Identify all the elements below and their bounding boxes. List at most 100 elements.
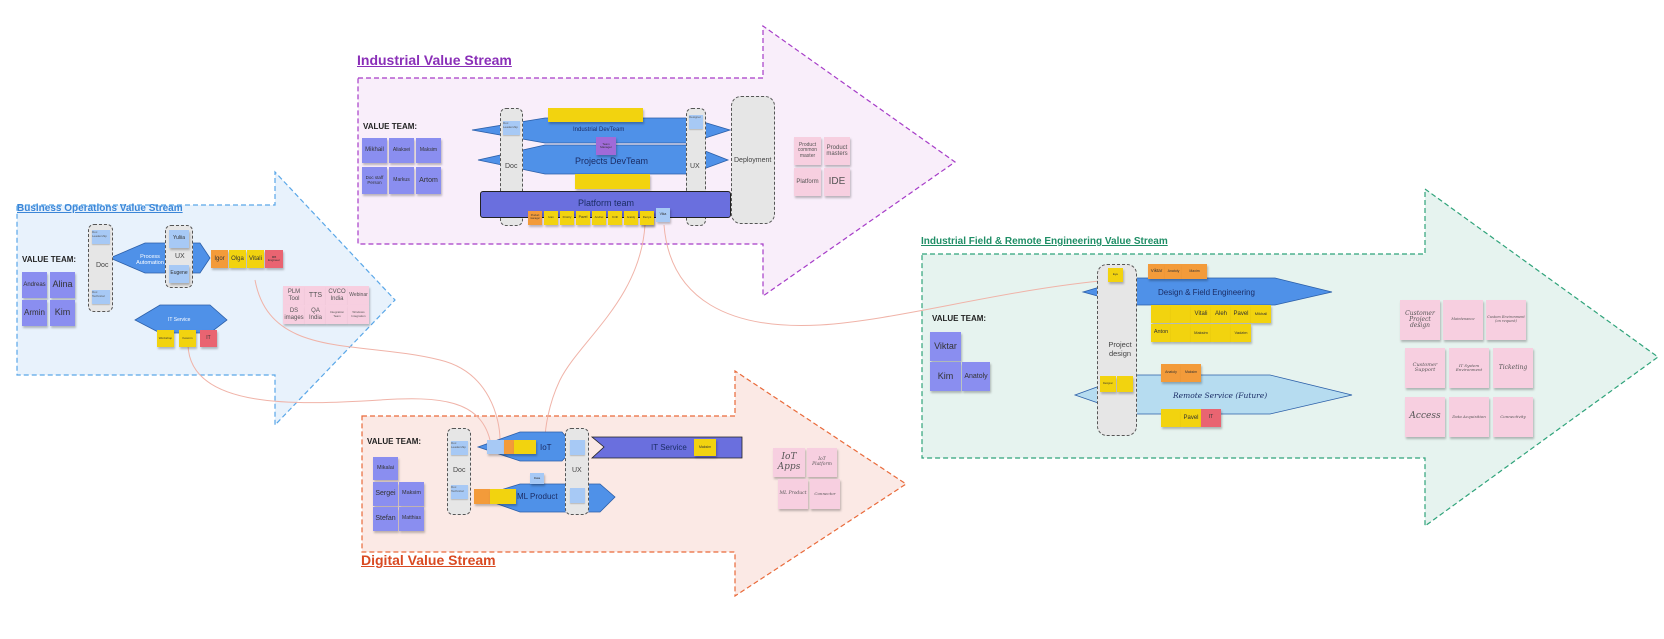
team-member-note[interactable]: Olga [229,250,246,268]
team-member-note[interactable]: Artom [416,167,441,194]
team-member-note[interactable]: Stefan [373,507,398,531]
team-member-note[interactable]: Anatoly [1165,264,1182,279]
design-member-note[interactable] [1171,305,1191,323]
team-member-note[interactable]: Andreas [22,272,47,298]
tool-note[interactable]: Integration Team [326,305,348,324]
design-member-note[interactable]: Aleh [1211,305,1231,323]
ux-note[interactable]: Designer [689,115,703,129]
product-note[interactable]: Customer Project design [1400,300,1440,340]
industrial-devteam-notes[interactable] [548,108,643,122]
product-note[interactable]: Data Acquisition [1449,397,1489,437]
team-member-note[interactable]: Igor [211,250,228,268]
tool-note[interactable]: PLM Tool [283,286,305,305]
product-note[interactable]: IoT Platform [807,448,837,477]
product-note[interactable]: IoT Apps [773,448,805,477]
team-member-note[interactable]: Anatoly [1161,364,1181,382]
team-member-note[interactable]: Kim [930,362,961,391]
product-note[interactable]: Ticketing [1493,348,1533,388]
team-member-note[interactable]: Maksim [399,482,424,506]
product-note[interactable]: Connector [810,479,840,509]
ml-member-note[interactable] [490,489,516,504]
tool-note[interactable]: DS images [283,305,305,324]
remote-member-note[interactable]: IT [1201,409,1221,427]
product-note[interactable]: Maintenance [1443,300,1483,340]
platform-member-note[interactable]: Dmitry [560,211,574,225]
product-note[interactable]: IDE [824,168,850,196]
platform-member-note[interactable]: Andrei [592,211,606,225]
platform-member-note[interactable]: Anatoly [624,211,638,225]
team-member-note[interactable]: Doc staff Person [362,167,387,194]
team-member-note[interactable]: Alina [50,272,75,298]
team-member-note[interactable]: Viktar [1148,264,1165,279]
product-note[interactable]: Connectivity [1493,397,1533,437]
design-member-note[interactable]: Maksim [1191,324,1211,342]
iot-member-note[interactable] [514,440,536,454]
team-member-note[interactable]: Armin [22,300,47,326]
team-member-note[interactable]: Markus [389,167,414,194]
platform-member-note[interactable]: Ivan [544,211,558,225]
design-member-note[interactable]: Mikhail [1251,305,1271,323]
ux-note[interactable] [570,440,585,455]
data-note[interactable]: Data [530,473,544,484]
doc-note[interactable]: Doc Leadership [92,230,110,244]
doc-note[interactable]: Doc Leadership [451,441,468,455]
iot-member-note[interactable] [504,440,514,454]
team-member-note[interactable]: Matthias [399,507,424,531]
project-design-column[interactable] [1097,264,1137,436]
projects-devteam-notes[interactable] [575,174,650,189]
product-note[interactable]: Customer Support [1405,348,1445,388]
team-member-note[interactable]: Mikhail [362,138,387,163]
it-member-note[interactable]: Kosmin [179,330,196,347]
team-member-note[interactable]: Vitali [247,250,264,268]
platform-member-note[interactable]: Product manager [528,211,542,225]
design-member-note[interactable] [1151,305,1171,323]
it-member-note[interactable]: Workshop [157,330,174,347]
ux-member-note[interactable]: Eugene [169,265,189,283]
remote-member-note[interactable]: Pavel [1181,409,1201,427]
team-member-note[interactable]: Maxim [1182,264,1207,279]
tool-note[interactable]: CVCO India [326,286,348,305]
product-note[interactable]: Custom Environment (on request) [1486,300,1526,340]
doc-note[interactable]: Doc Technical [92,290,110,304]
team-member-note[interactable]: Kim [50,300,75,326]
platform-member-note[interactable]: Denys [640,211,654,225]
manager-note[interactable]: Team Manager [596,137,616,155]
team-member-note[interactable]: Viktar [930,332,961,361]
platform-member-note[interactable]: Vika [656,208,670,222]
it-member-note[interactable]: Maksim [694,439,716,456]
design-member-note[interactable] [1171,324,1191,342]
team-member-note[interactable]: Maksim [1181,364,1201,382]
project-note[interactable]: Eye [1108,268,1123,282]
tool-note[interactable]: TTS [305,286,326,305]
deployment-column[interactable] [731,96,775,224]
project-note[interactable] [1117,376,1133,392]
tool-note[interactable]: QA India [305,305,326,324]
team-member-note[interactable]: Maksim [416,138,441,163]
ml-member-note[interactable] [474,489,490,504]
product-note[interactable]: Product masters [824,137,850,165]
design-member-note[interactable]: Pavel [1231,305,1251,323]
tool-note[interactable]: Webinar [348,286,369,305]
platform-member-note[interactable]: Kirill [608,211,622,225]
design-member-note[interactable] [1211,324,1231,342]
design-member-note[interactable]: Anton [1151,324,1171,342]
doc-note[interactable]: Doc Leadership [503,121,520,135]
tool-note[interactable]: Windows Integration [348,305,369,324]
iot-member-note[interactable] [487,440,505,454]
platform-member-note[interactable]: Pavel [576,211,590,225]
team-member-note[interactable]: Anatoly [962,362,990,391]
ux-note[interactable] [570,488,585,503]
team-member-note[interactable]: Sergei [373,482,398,506]
project-note[interactable]: Designer [1100,376,1116,392]
team-member-note[interactable]: Aliaksei [389,138,414,163]
it-member-note[interactable]: IT [200,330,217,347]
team-member-note[interactable]: MB Engineer [265,250,283,268]
product-note[interactable]: Platform [794,168,821,196]
doc-note[interactable]: Doc Technical [451,485,468,499]
team-member-note[interactable]: Mikalai [373,457,398,480]
ux-member-note[interactable]: Yuliia [169,230,189,248]
remote-member-note[interactable] [1161,409,1181,427]
product-note[interactable]: Access [1405,397,1445,437]
product-note[interactable]: Product common master [794,137,821,165]
product-note[interactable]: ML Product [778,479,808,509]
